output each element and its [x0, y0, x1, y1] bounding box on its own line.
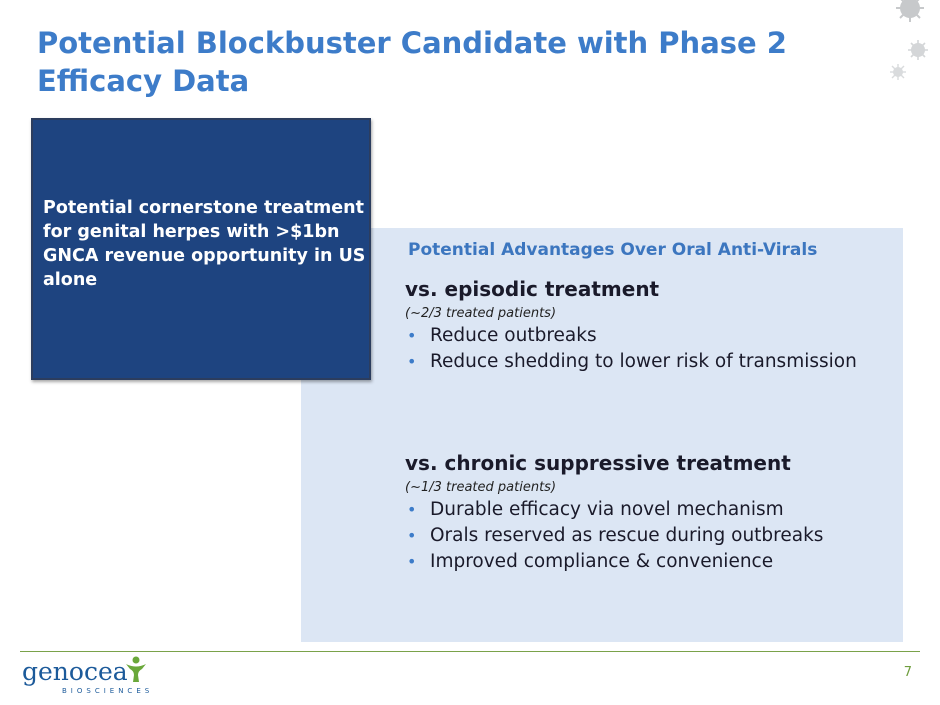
company-logo: genocea BIOSCIENCES — [22, 656, 154, 697]
list-item: •Reduce outbreaks — [407, 325, 597, 346]
callout-box: Potential cornerstone treatment for geni… — [31, 118, 371, 380]
episodic-group: vs. episodic treatment (~2/3 treated pat… — [405, 276, 895, 377]
virus-decoration-icon — [890, 0, 928, 80]
list-item: •Orals reserved as rescue during outbrea… — [407, 525, 824, 546]
bullet-icon: • — [407, 526, 417, 545]
group-subtitle: (~1/3 treated patients) — [405, 480, 557, 495]
group-subtitle: (~2/3 treated patients) — [405, 306, 557, 321]
list-item: •Improved compliance & convenience — [407, 551, 774, 572]
logo-subtext: BIOSCIENCES — [62, 687, 154, 695]
bullet-icon: • — [407, 552, 417, 571]
list-item: •Durable efficacy via novel mechanism — [407, 499, 784, 520]
bullet-icon: • — [407, 500, 417, 519]
logo-figure-icon — [126, 656, 146, 682]
bullet-list: •Reduce outbreaks •Reduce shedding to lo… — [405, 325, 895, 373]
bullet-icon: • — [407, 352, 417, 371]
panel-heading: Potential Advantages Over Oral Anti-Vira… — [408, 240, 818, 260]
logo-wordmark: genocea — [22, 657, 128, 686]
chronic-group: vs. chronic suppressive treatment (~1/3 … — [405, 450, 895, 577]
page-number: 7 — [903, 665, 912, 680]
bullet-icon: • — [407, 326, 417, 345]
footer-divider — [20, 651, 920, 652]
advantages-panel: Potential Advantages Over Oral Anti-Vira… — [301, 228, 903, 642]
callout-text: Potential cornerstone treatment for geni… — [43, 198, 366, 290]
slide-title: Potential Blockbuster Candidate with Pha… — [37, 26, 787, 98]
list-item: •Reduce shedding to lower risk of transm… — [407, 351, 857, 372]
group-title: vs. chronic suppressive treatment — [405, 451, 791, 475]
bullet-list: •Durable efficacy via novel mechanism •O… — [405, 499, 895, 573]
group-title: vs. episodic treatment — [405, 277, 660, 301]
